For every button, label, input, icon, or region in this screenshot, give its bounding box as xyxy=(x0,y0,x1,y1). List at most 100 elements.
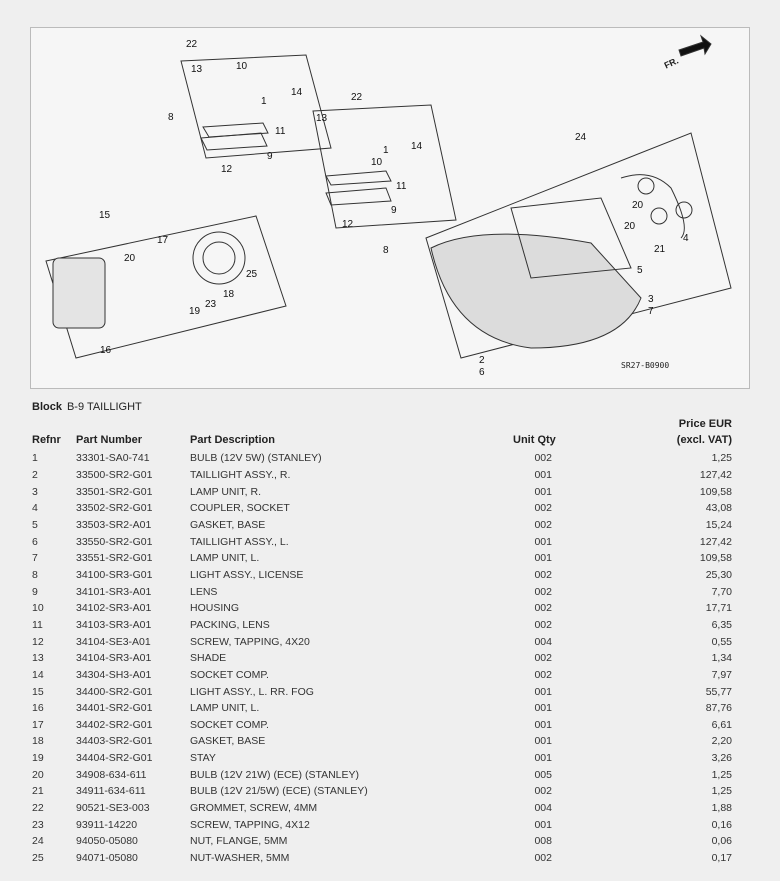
qty-cell: 001 xyxy=(534,702,552,715)
qty-cell: 002 xyxy=(534,452,552,465)
refnr-cell: 7 xyxy=(32,552,38,565)
part-number-cell: 34908-634-611 xyxy=(76,768,147,781)
part-number-cell: 34101-SR3-A01 xyxy=(76,585,152,598)
header-price-line2: (excl. VAT) xyxy=(676,434,732,446)
description-cell: SOCKET COMP. xyxy=(190,718,269,731)
price-cell: 87,76 xyxy=(705,702,732,715)
block-value: B-9 TAILLIGHT xyxy=(66,401,142,413)
price-cell: 55,77 xyxy=(705,685,732,698)
callout: 2 xyxy=(479,355,485,366)
part-number-cell: 34400-SR2-G01 xyxy=(76,685,153,698)
qty-cell: 002 xyxy=(534,602,552,615)
refnr-cell: 25 xyxy=(32,852,44,865)
part-number-cell: 93911-14220 xyxy=(76,818,138,831)
price-cell: 0,06 xyxy=(711,835,732,848)
refnr-cell: 18 xyxy=(32,735,44,748)
callout: 20 xyxy=(624,221,636,232)
price-cell: 127,42 xyxy=(699,535,732,548)
qty-cell: 005 xyxy=(534,768,552,781)
description-cell: GASKET, BASE xyxy=(190,518,266,531)
table-row: 18 34403-SR2-G01 GASKET, BASE 001 2,20 xyxy=(28,733,736,750)
taillight-lens xyxy=(430,233,642,349)
callout: 9 xyxy=(391,205,397,216)
part-number-cell: 34100-SR3-G01 xyxy=(76,568,153,581)
refnr-cell: 11 xyxy=(32,618,43,631)
refnr-cell: 16 xyxy=(32,702,44,715)
callout: 15 xyxy=(99,210,111,221)
price-cell: 127,42 xyxy=(699,468,732,481)
refnr-cell: 8 xyxy=(32,568,38,581)
callout: 20 xyxy=(124,253,136,264)
callout: 1 xyxy=(383,145,389,156)
qty-cell: 001 xyxy=(534,485,552,498)
price-cell: 25,30 xyxy=(705,568,732,581)
callout: 4 xyxy=(683,233,689,244)
refnr-cell: 3 xyxy=(32,485,38,498)
description-cell: BULB (12V 21W) (ECE) (STANLEY) xyxy=(190,768,360,781)
price-cell: 7,70 xyxy=(711,585,732,598)
qty-cell: 002 xyxy=(534,668,552,681)
gasket-ring xyxy=(192,231,246,285)
part-number-cell: 34103-SR3-A01 xyxy=(76,618,152,631)
description-cell: COUPLER, SOCKET xyxy=(190,502,290,515)
part-number-cell: 34102-SR3-A01 xyxy=(76,602,152,615)
price-cell: 109,58 xyxy=(699,552,732,565)
callout: 19 xyxy=(189,306,201,317)
callout: 23 xyxy=(205,299,217,310)
callout: 1 xyxy=(261,96,267,107)
description-cell: SHADE xyxy=(190,652,227,665)
license-light-group-2 xyxy=(312,104,457,229)
description-cell: PACKING, LENS xyxy=(190,618,270,631)
refnr-cell: 17 xyxy=(32,718,44,731)
callout: 14 xyxy=(291,87,303,98)
refnr-cell: 23 xyxy=(32,818,44,831)
qty-cell: 002 xyxy=(534,502,552,515)
callout: 11 xyxy=(275,126,286,137)
qty-cell: 001 xyxy=(534,552,552,565)
description-cell: HOUSING xyxy=(190,602,240,615)
part-number-cell: 34403-SR2-G01 xyxy=(76,735,153,748)
callout: 22 xyxy=(351,92,363,103)
refnr-cell: 6 xyxy=(32,535,38,548)
qty-cell: 002 xyxy=(534,785,552,798)
refnr-cell: 19 xyxy=(32,752,44,765)
part-number-cell: 33501-SR2-G01 xyxy=(76,485,153,498)
part-number-cell: 94071-05080 xyxy=(76,852,138,865)
part-number-cell: 33550-SR2-G01 xyxy=(76,535,153,548)
refnr-cell: 15 xyxy=(32,685,44,698)
refnr-cell: 14 xyxy=(32,668,44,681)
parts-diagram: 22 13 10 1 14 8 11 9 12 22 13 1 10 14 11… xyxy=(30,27,750,389)
header-qty: Unit Qty xyxy=(513,434,556,446)
part-number-cell: 33551-SR2-G01 xyxy=(76,552,153,565)
price-cell: 6,35 xyxy=(711,618,732,631)
callout: 9 xyxy=(267,151,273,162)
callout: 3 xyxy=(648,294,654,305)
price-cell: 2,20 xyxy=(711,735,732,748)
qty-cell: 001 xyxy=(534,685,552,698)
qty-cell: 001 xyxy=(534,735,552,748)
description-cell: GASKET, BASE xyxy=(190,735,266,748)
qty-cell: 002 xyxy=(534,652,552,665)
taillight-base xyxy=(510,197,632,279)
description-cell: TAILLIGHT ASSY., R. xyxy=(190,468,291,481)
description-cell: BULB (12V 5W) (STANLEY) xyxy=(190,452,322,465)
callout: 13 xyxy=(191,64,203,75)
callout: 14 xyxy=(411,141,423,152)
description-cell: LIGHT ASSY., LICENSE xyxy=(190,568,304,581)
refnr-cell: 2 xyxy=(32,468,38,481)
license-light-group-1 xyxy=(180,54,332,159)
description-cell: LIGHT ASSY., L. RR. FOG xyxy=(190,685,314,698)
qty-cell: 002 xyxy=(534,618,552,631)
qty-cell: 002 xyxy=(534,852,552,865)
